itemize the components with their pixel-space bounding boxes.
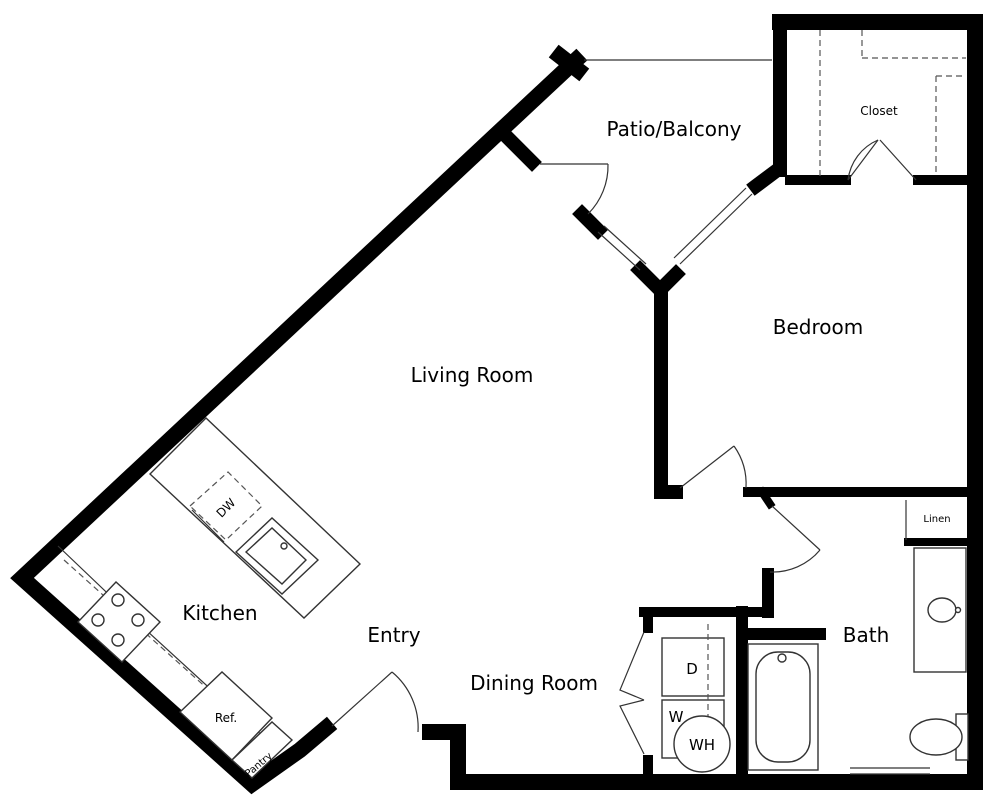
label-bedroom: Bedroom bbox=[773, 315, 863, 339]
label-living-room: Living Room bbox=[411, 363, 534, 387]
label-dining-room: Dining Room bbox=[470, 671, 598, 695]
label-patio: Patio/Balcony bbox=[606, 117, 741, 141]
water-heater-icon bbox=[673, 715, 731, 773]
kitchen-island bbox=[148, 417, 362, 619]
toilet-icon bbox=[909, 713, 969, 761]
label-washer: W bbox=[669, 708, 684, 726]
range-icon bbox=[76, 581, 162, 663]
label-entry: Entry bbox=[367, 623, 420, 647]
label-closet: Closet bbox=[860, 104, 898, 118]
label-water-heater: WH bbox=[689, 736, 715, 754]
label-ref: Ref. bbox=[215, 711, 237, 725]
doors bbox=[331, 139, 917, 755]
kitchen-sink-icon bbox=[234, 517, 320, 595]
label-kitchen: Kitchen bbox=[182, 601, 257, 625]
interior-walls bbox=[494, 124, 973, 786]
pantry-icon bbox=[230, 721, 294, 779]
dryer-icon bbox=[661, 637, 725, 697]
dishwasher-icon bbox=[189, 471, 263, 541]
bath-fixtures bbox=[747, 547, 969, 775]
exterior-walls bbox=[10, 14, 983, 795]
label-dryer: D bbox=[686, 660, 698, 678]
room-labels: Patio/Balcony Closet Bedroom Living Room… bbox=[182, 104, 950, 780]
kitchen-fixtures bbox=[57, 417, 362, 779]
refrigerator-icon bbox=[178, 671, 273, 761]
bath-sink-icon bbox=[927, 597, 957, 623]
closet-shelving bbox=[819, 30, 966, 176]
patio-windows bbox=[597, 187, 753, 271]
laundry-fixtures bbox=[661, 624, 731, 773]
label-bath: Bath bbox=[843, 623, 890, 647]
label-linen: Linen bbox=[923, 514, 950, 525]
